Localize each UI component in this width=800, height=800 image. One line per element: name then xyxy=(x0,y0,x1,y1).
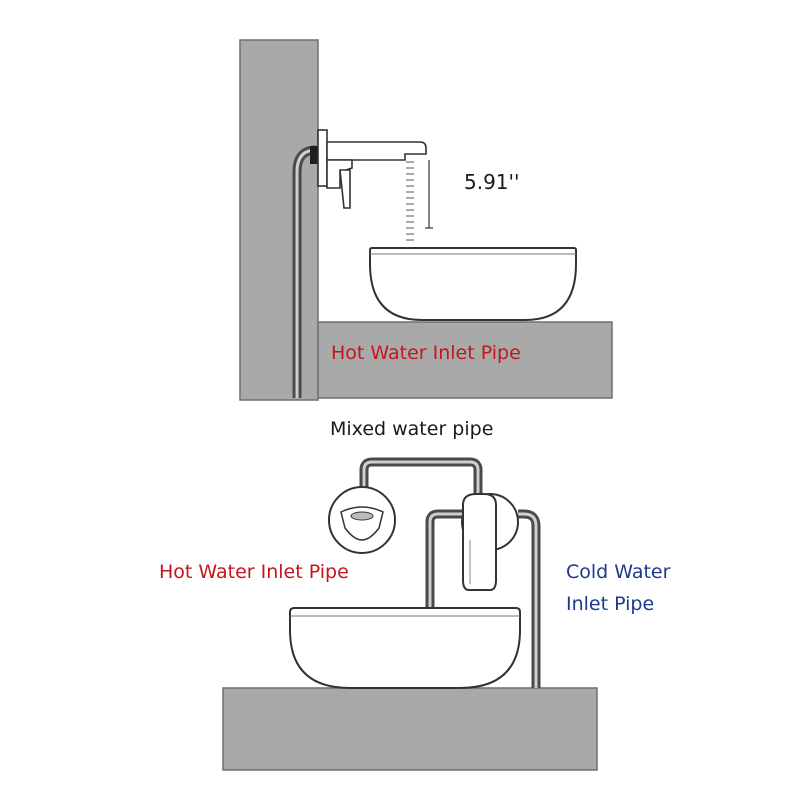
bottom-hot-water-label: Hot Water Inlet Pipe xyxy=(159,561,349,583)
bottom-installation-diagram xyxy=(222,457,598,771)
faucet-spout xyxy=(326,141,427,161)
wall xyxy=(239,39,319,401)
water-stream xyxy=(406,161,414,241)
countertop xyxy=(317,321,613,399)
hot-water-pipe xyxy=(425,509,462,612)
bottom-countertop xyxy=(222,687,598,771)
vessel-sink xyxy=(369,247,577,321)
top-installation-diagram xyxy=(239,39,613,401)
height-dimension-line xyxy=(425,160,433,229)
top-hot-water-label: Hot Water Inlet Pipe xyxy=(331,342,521,364)
bottom-faucet-body xyxy=(462,493,497,591)
cold-water-label-line1: Cold Water xyxy=(566,561,671,583)
faucet-flange xyxy=(317,129,328,187)
cold-water-pipe xyxy=(518,509,541,688)
cold-water-label-line2: Inlet Pipe xyxy=(566,593,655,615)
mixed-water-pipe-label: Mixed water pipe xyxy=(330,418,494,440)
bottom-vessel-sink xyxy=(289,607,521,689)
measurement-label: 5.91'' xyxy=(464,170,520,194)
faucet-lever xyxy=(339,169,351,209)
